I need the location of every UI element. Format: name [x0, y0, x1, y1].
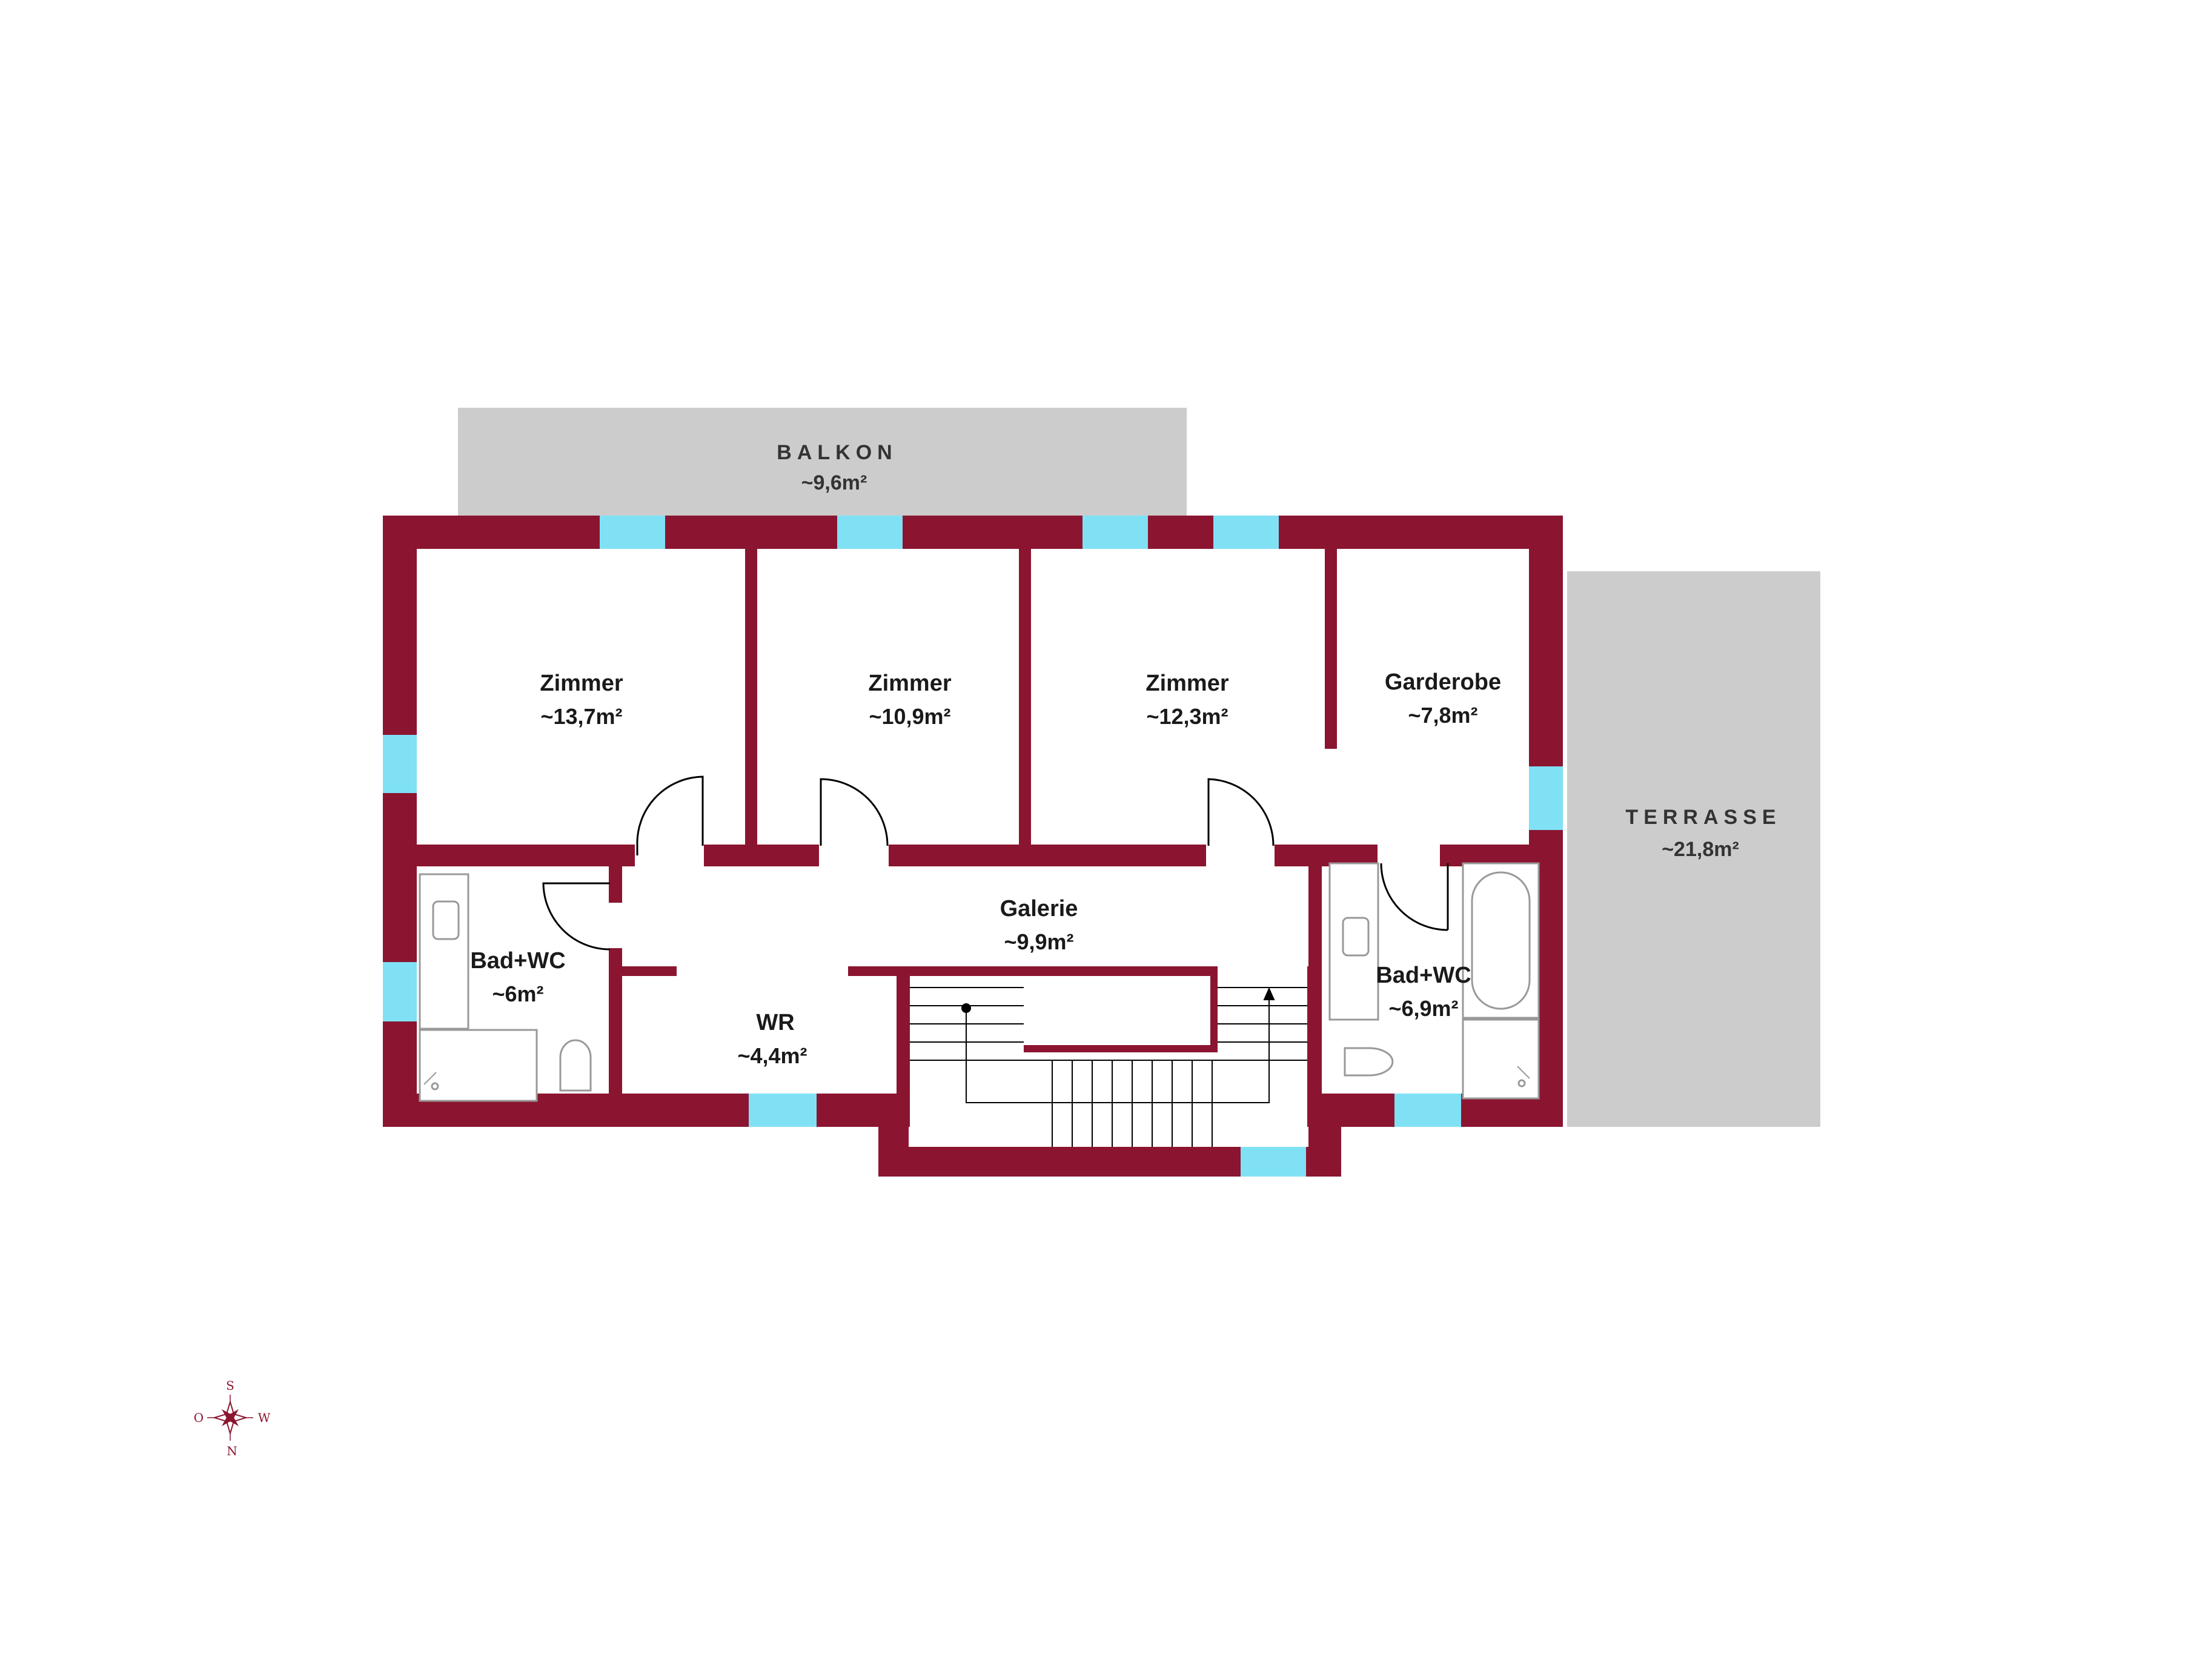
window — [1213, 516, 1279, 549]
window — [837, 516, 903, 549]
shower-tray-icon — [1517, 1066, 1530, 1079]
room-area-wr: ~4,4m² — [737, 1043, 807, 1068]
stair-void-wall-bottom — [1024, 1045, 1218, 1052]
balcony-area — [458, 408, 1187, 517]
window — [383, 735, 417, 793]
bathtub-icon — [1471, 871, 1531, 1010]
window — [1083, 516, 1148, 549]
balcony-name: BALKON — [777, 441, 897, 464]
room-area-zimmer: ~13,7m² — [540, 704, 622, 729]
terrace-area — [1567, 571, 1820, 1127]
stair-void-wall-right — [1210, 966, 1218, 1051]
window — [1529, 766, 1563, 830]
stair-arrow-icon — [1263, 987, 1275, 1000]
toilet-icon — [559, 1039, 592, 1092]
doors — [542, 775, 1449, 951]
wall-bad-right-galerie — [1308, 866, 1322, 1094]
shower-tray-icon — [1462, 1018, 1540, 1100]
balcony-area-value: ~9,6m² — [801, 471, 867, 494]
compass-rose-icon: S N O W — [194, 1378, 271, 1458]
wall-galerie-wr — [622, 966, 677, 976]
window — [749, 1094, 817, 1127]
door-swing-icon — [1380, 863, 1449, 931]
room-area-bad-wc: ~6m² — [492, 981, 543, 1006]
shower-tray-icon — [419, 1029, 538, 1102]
door-swing-icon — [636, 775, 704, 855]
shower-drain — [1517, 1079, 1526, 1087]
window — [1394, 1094, 1461, 1127]
room-name-bad-wc: Bad+WC — [1376, 963, 1471, 988]
corridor-wall-2 — [704, 845, 819, 866]
compass-south-label: S — [226, 1378, 234, 1393]
room-area-garderobe: ~7,8m² — [1408, 703, 1477, 728]
shower-tray-icon — [423, 1072, 437, 1085]
room-name-zimmer: Zimmer — [1146, 671, 1228, 696]
sink-icon — [432, 900, 460, 940]
corridor-wall-3 — [889, 845, 1206, 866]
stair-path-line — [966, 991, 1270, 1103]
door-swing-icon — [820, 778, 889, 846]
wall-bad-left-galerie — [609, 866, 622, 903]
room-area-zimmer: ~12,3m² — [1146, 704, 1228, 729]
room-name-zimmer: Zimmer — [540, 671, 623, 696]
corridor-wall-1 — [417, 845, 635, 866]
wall-zimmer1-zimmer2 — [745, 549, 757, 846]
compass-east-label: O — [194, 1410, 204, 1425]
fixtures — [419, 862, 1540, 1102]
wall-zimmer3-garderobe — [1325, 549, 1337, 749]
shower-drain — [431, 1082, 439, 1091]
room-name-galerie: Galerie — [1000, 896, 1078, 921]
wall-bad-left-wr — [609, 948, 622, 1094]
terrace-name: TERRASSE — [1625, 806, 1781, 829]
stair-wall-left — [897, 966, 910, 1127]
toilet-icon — [1344, 1047, 1394, 1077]
room-name-zimmer: Zimmer — [868, 671, 951, 696]
room-area-zimmer: ~10,9m² — [869, 704, 950, 729]
room-name-wr: WR — [756, 1010, 794, 1035]
windows — [383, 516, 1563, 1177]
outdoor-areas — [458, 408, 1820, 1127]
stair-start-dot — [961, 1003, 971, 1013]
window — [600, 516, 665, 549]
staircase — [910, 987, 1307, 1147]
sink-icon — [1342, 917, 1370, 957]
door-swing-icon — [1207, 778, 1275, 846]
wall-zimmer2-zimmer3 — [1019, 549, 1031, 846]
stair-void-wall — [1024, 966, 1218, 975]
compass-west-label: W — [258, 1410, 271, 1425]
room-name-bad-wc: Bad+WC — [470, 948, 565, 974]
room-area-bad-wc: ~6,9m² — [1388, 996, 1458, 1021]
compass-north-label: N — [227, 1444, 237, 1458]
room-area-galerie: ~9,9m² — [1004, 929, 1073, 954]
door-swing-icon — [542, 882, 611, 951]
window — [383, 962, 417, 1021]
vanity-counter — [419, 873, 469, 1030]
room-name-garderobe: Garderobe — [1385, 669, 1501, 695]
window — [1241, 1147, 1306, 1177]
terrace-area-value: ~21,8m² — [1662, 838, 1739, 861]
